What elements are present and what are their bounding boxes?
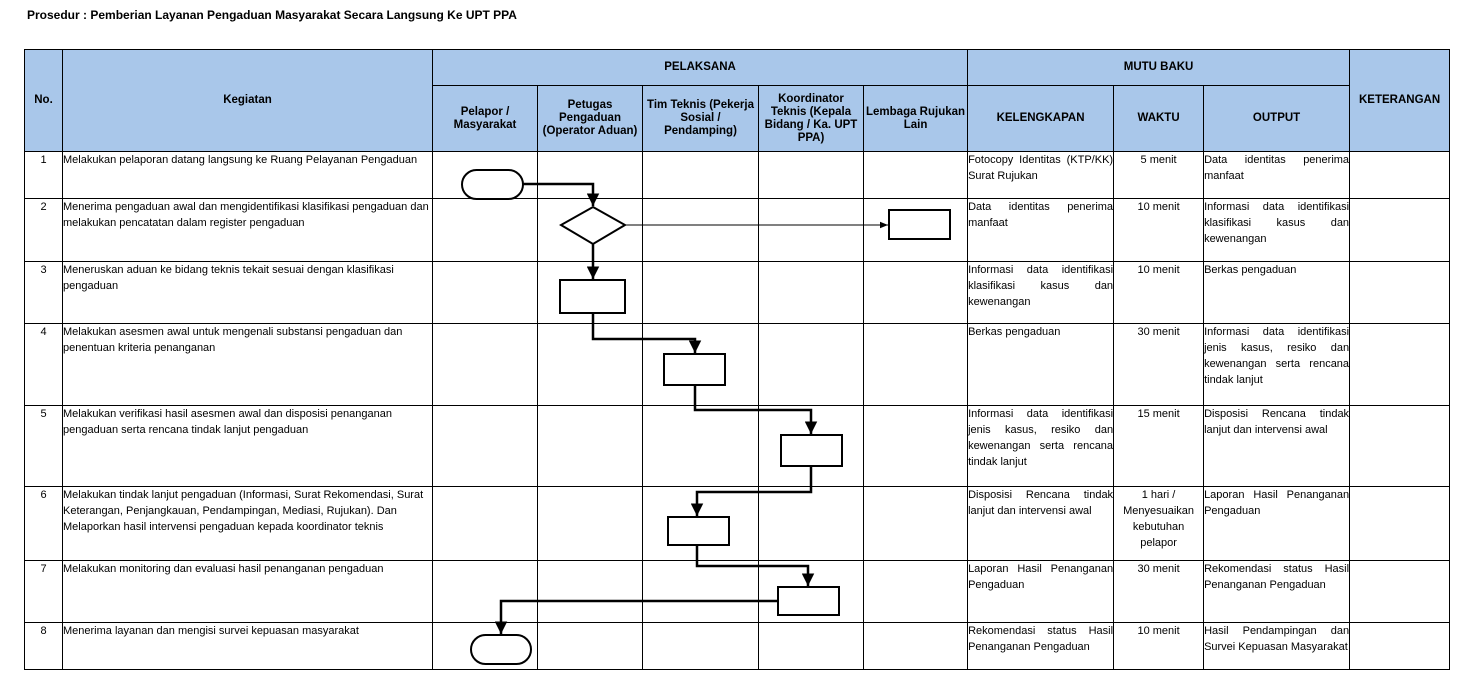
- row-kelengkapan: Berkas pengaduan: [967, 323, 1115, 407]
- header-output: OUTPUT: [1203, 85, 1351, 152]
- row-output: Data identitas penerima manfaat: [1203, 150, 1351, 200]
- row-output: Rekomendasi status Hasil Penanganan Peng…: [1203, 559, 1351, 623]
- row-no: 7: [24, 559, 63, 623]
- row-waktu: 10 menit: [1113, 621, 1205, 671]
- row-waktu: 10 menit: [1113, 198, 1205, 263]
- table-row: 4 Melakukan asesmen awal untuk mengenali…: [24, 323, 1451, 407]
- row-output: Berkas pengaduan: [1203, 261, 1351, 325]
- row-no: 5: [24, 405, 63, 487]
- row-no: 2: [24, 198, 63, 263]
- row-no: 6: [24, 485, 63, 561]
- table-row: 5 Melakukan verifikasi hasil asesmen awa…: [24, 405, 1451, 487]
- header-koordinator: Koordinator Teknis (Kepala Bidang / Ka. …: [758, 85, 864, 152]
- row-keterangan: [1349, 198, 1451, 263]
- row-kelengkapan: Data identitas penerima manfaat: [967, 198, 1115, 263]
- row-output: Informasi data identifikasi klasifikasi …: [1203, 198, 1351, 263]
- row-output: Disposisi Rencana tindak lanjut dan inte…: [1203, 405, 1351, 487]
- row-kegiatan: Melakukan verifikasi hasil asesmen awal …: [62, 405, 433, 487]
- row-no: 4: [24, 323, 63, 407]
- row-kegiatan: Menerima layanan dan mengisi survei kepu…: [62, 621, 433, 671]
- row-keterangan: [1349, 323, 1451, 407]
- row-kegiatan: Menerima pengaduan awal dan mengidentifi…: [62, 198, 433, 263]
- row-waktu: 10 menit: [1113, 261, 1205, 325]
- row-output: Hasil Pendampingan dan Survei Kepuasan M…: [1203, 621, 1351, 671]
- row-keterangan: [1349, 485, 1451, 561]
- header-petugas: Petugas Pengaduan (Operator Aduan): [537, 85, 643, 152]
- header-pelaksana: PELAKSANA: [431, 49, 969, 86]
- row-kelengkapan: Laporan Hasil Penanganan Pengaduan: [967, 559, 1115, 623]
- row-keterangan: [1349, 261, 1451, 325]
- header-no: No.: [24, 49, 63, 152]
- table-row: 6 Melakukan tindak lanjut pengaduan (Inf…: [24, 485, 1451, 561]
- row-no: 8: [24, 621, 63, 671]
- row-waktu: 1 hari / Menyesuaikan kebutuhan pelapor: [1113, 485, 1205, 561]
- procedure-table: No. Kegiatan PELAKSANA MUTU BAKU KETERAN…: [24, 49, 1451, 671]
- header-kegiatan: Kegiatan: [62, 49, 433, 152]
- row-waktu: 30 menit: [1113, 323, 1205, 407]
- header-mutu-baku: MUTU BAKU: [967, 49, 1351, 86]
- row-no: 3: [24, 261, 63, 325]
- row-waktu: 15 menit: [1113, 405, 1205, 487]
- row-kegiatan: Melakukan monitoring dan evaluasi hasil …: [62, 559, 433, 623]
- row-waktu: 30 menit: [1113, 559, 1205, 623]
- table-row: 1 Melakukan pelaporan datang langsung ke…: [24, 150, 1451, 200]
- header-tim-teknis: Tim Teknis (Pekerja Sosial / Pendamping): [642, 85, 759, 152]
- row-keterangan: [1349, 150, 1451, 200]
- row-keterangan: [1349, 405, 1451, 487]
- table-row: 3 Meneruskan aduan ke bidang teknis teka…: [24, 261, 1451, 325]
- row-output: Informasi data identifikasi jenis kasus,…: [1203, 323, 1351, 407]
- row-waktu: 5 menit: [1113, 150, 1205, 200]
- row-kegiatan: Meneruskan aduan ke bidang teknis tekait…: [62, 261, 433, 325]
- header-waktu: WAKTU: [1113, 85, 1205, 152]
- row-kelengkapan: Disposisi Rencana tindak lanjut dan inte…: [967, 485, 1115, 561]
- header-lembaga: Lembaga Rujukan Lain: [862, 85, 969, 152]
- header-keterangan: KETERANGAN: [1349, 49, 1451, 152]
- row-kegiatan: Melakukan asesmen awal untuk mengenali s…: [62, 323, 433, 407]
- row-kegiatan: Melakukan pelaporan datang langsung ke R…: [62, 150, 433, 200]
- row-keterangan: [1349, 621, 1451, 671]
- table-row: 8 Menerima layanan dan mengisi survei ke…: [24, 621, 1451, 671]
- row-no: 1: [24, 150, 63, 200]
- row-kelengkapan: Rekomendasi status Hasil Penanganan Peng…: [967, 621, 1115, 671]
- row-kelengkapan: Fotocopy Identitas (KTP/KK) Surat Rujuka…: [967, 150, 1115, 200]
- header-kelengkapan: KELENGKAPAN: [967, 85, 1115, 152]
- page-title: Prosedur : Pemberian Layanan Pengaduan M…: [27, 8, 517, 22]
- header-pelapor: Pelapor / Masyarakat: [432, 85, 538, 152]
- table-row: 2 Menerima pengaduan awal dan mengidenti…: [24, 198, 1451, 263]
- table-row: 7 Melakukan monitoring dan evaluasi hasi…: [24, 559, 1451, 623]
- row-kegiatan: Melakukan tindak lanjut pengaduan (Infor…: [62, 485, 433, 561]
- row-kelengkapan: Informasi data identifikasi jenis kasus,…: [967, 405, 1115, 487]
- row-keterangan: [1349, 559, 1451, 623]
- row-output: Laporan Hasil Penanganan Pengaduan: [1203, 485, 1351, 561]
- row-kelengkapan: Informasi data identifikasi klasifikasi …: [967, 261, 1115, 325]
